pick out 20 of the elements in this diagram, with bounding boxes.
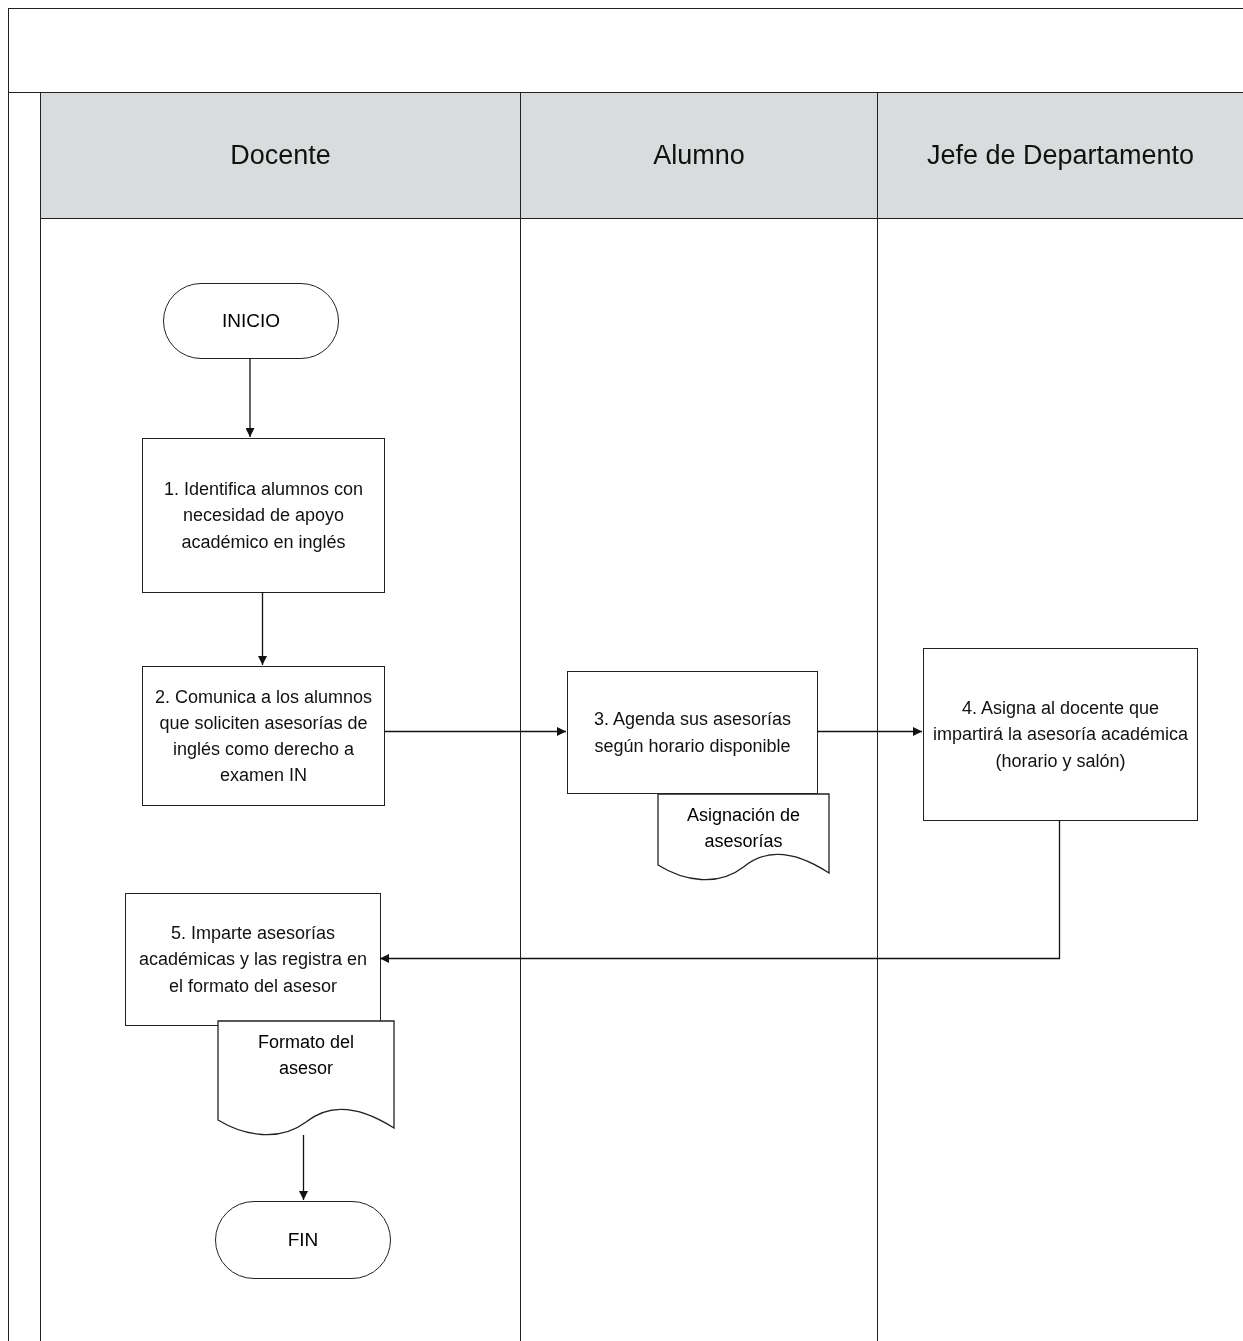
- lane-header: Jefe de Departamento: [878, 93, 1243, 219]
- document-shape: Asignación de asesorías: [658, 794, 829, 881]
- lane-header: Alumno: [521, 93, 877, 219]
- process-box: 2. Comunica a los alumnos que soliciten asesorías de inglés como derecho a examen IN: [142, 666, 385, 806]
- arrow: [258, 591, 267, 666]
- process-box: 1. Identifica alumnos con necesidad de apoyo académico en inglés: [142, 438, 385, 593]
- lane-header: Docente: [41, 93, 520, 219]
- arrow: [245, 357, 255, 438]
- arrow: [383, 727, 567, 736]
- arrow: [299, 1134, 308, 1201]
- arrow: [379, 819, 1061, 963]
- swimlane: [520, 92, 877, 1341]
- swimlane: [877, 92, 1243, 1341]
- swimlane: [40, 92, 520, 1341]
- process-box: 4. Asigna al docente que impartirá la asesoría académica (horario y salón): [923, 648, 1198, 821]
- document-shape: Formato del asesor: [218, 1021, 394, 1136]
- terminator: INICIO: [163, 283, 339, 359]
- terminator: FIN: [215, 1201, 391, 1279]
- arrow: [816, 727, 923, 736]
- process-box: 5. Imparte asesorías académicas y las registra en el formato del asesor: [125, 893, 381, 1026]
